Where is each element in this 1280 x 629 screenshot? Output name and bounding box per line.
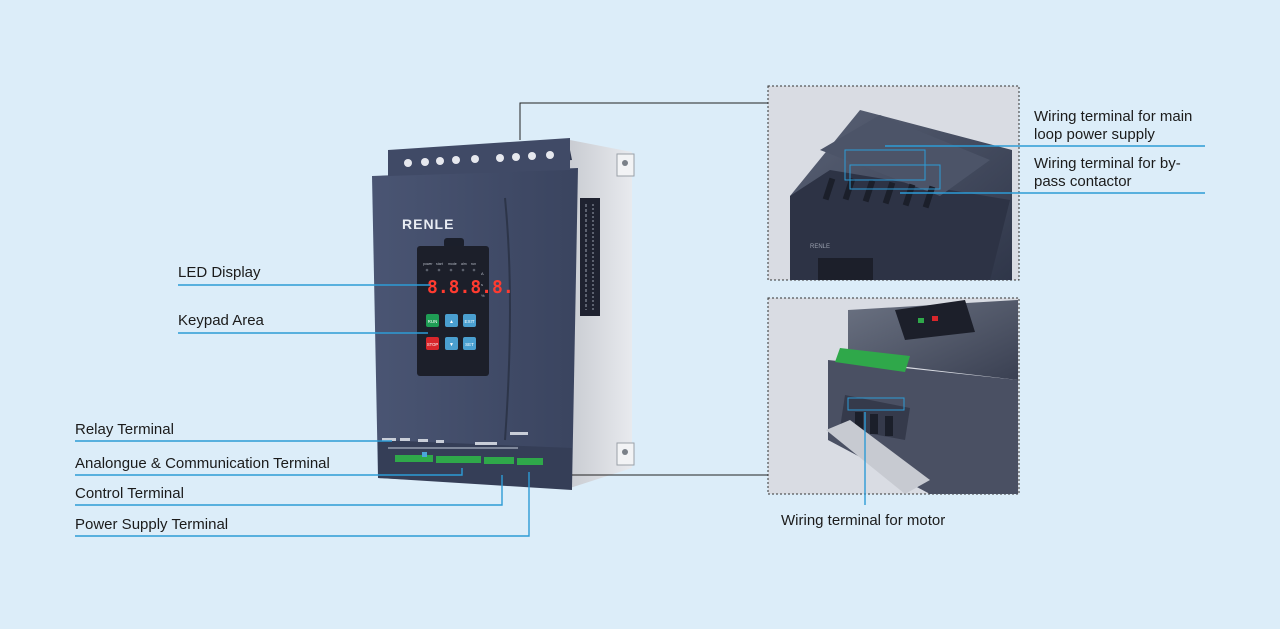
svg-text:alm: alm	[461, 262, 467, 266]
mounting-hole-top	[622, 160, 628, 166]
analogue-comm-line	[75, 468, 463, 476]
label-relay-terminal: Relay Terminal	[75, 421, 174, 438]
green-terminal-blocks	[395, 452, 543, 465]
svg-text:A: A	[481, 271, 484, 276]
keypad-keys: RUN ▲ EXIT STOP ▼ SET	[426, 314, 476, 350]
soft-starter-device: RENLE power start mode alm run	[372, 138, 635, 490]
top-terminal-screws	[404, 151, 554, 167]
svg-text:mode: mode	[448, 262, 457, 266]
label-power-supply-terminal: Power Supply Terminal	[75, 516, 229, 533]
bottom-terminal-markings	[382, 432, 528, 449]
svg-text:SET: SET	[465, 342, 474, 347]
rating-label	[580, 198, 600, 316]
svg-text:power: power	[423, 262, 433, 266]
svg-text:RUN: RUN	[428, 319, 438, 324]
label-keypad-area: Keypad Area	[178, 312, 264, 329]
svg-text:EXIT: EXIT	[464, 319, 474, 324]
svg-text:STOP: STOP	[427, 342, 439, 347]
svg-text:s: s	[481, 282, 483, 287]
indicator-labels: power start mode alm run	[423, 262, 476, 266]
mounting-hole-bottom	[622, 449, 628, 455]
svg-text:▲: ▲	[449, 319, 454, 325]
label-bypass-contactor: Wiring terminal for by-pass contactor	[1034, 155, 1181, 190]
up-key[interactable]	[445, 314, 458, 327]
led-display: 8.8.8.8.	[427, 277, 514, 298]
callout-lines	[75, 145, 1205, 537]
exit-key[interactable]	[463, 314, 476, 327]
highlight-motor	[847, 397, 905, 411]
top-terminal-block	[388, 138, 570, 176]
label-analogue-comm-terminal: Analongue & Communication Terminal	[75, 455, 330, 472]
device-side-panel	[570, 140, 632, 488]
svg-text:start: start	[436, 262, 443, 266]
inset-top-view: RENLE	[767, 85, 1020, 281]
power-supply-line	[75, 472, 530, 537]
run-key[interactable]	[426, 314, 439, 327]
svg-text:RENLE: RENLE	[810, 244, 830, 250]
set-key[interactable]	[463, 337, 476, 350]
brand-logo: RENLE	[402, 216, 454, 232]
front-groove	[504, 197, 511, 441]
top-inset-connector	[519, 102, 768, 140]
label-motor-terminal: Wiring terminal for motor	[781, 512, 946, 529]
down-key[interactable]	[445, 337, 458, 350]
indicator-leds	[425, 268, 476, 272]
svg-text:run: run	[471, 262, 476, 266]
highlight-bypass	[849, 164, 941, 190]
inset-connectors	[519, 102, 768, 476]
inset-green-terminals	[835, 348, 910, 372]
svg-text:%: %	[481, 293, 485, 298]
label-control-terminal: Control Terminal	[75, 485, 184, 502]
svg-text:▼: ▼	[449, 342, 454, 348]
control-terminal-line	[75, 475, 503, 506]
inset-bottom-view	[767, 297, 1020, 495]
label-led-display: LED Display	[178, 264, 261, 281]
stop-key[interactable]	[426, 337, 439, 350]
panel-clip	[444, 238, 464, 248]
label-main-loop-power: Wiring terminal for main loop power supp…	[1034, 108, 1193, 143]
